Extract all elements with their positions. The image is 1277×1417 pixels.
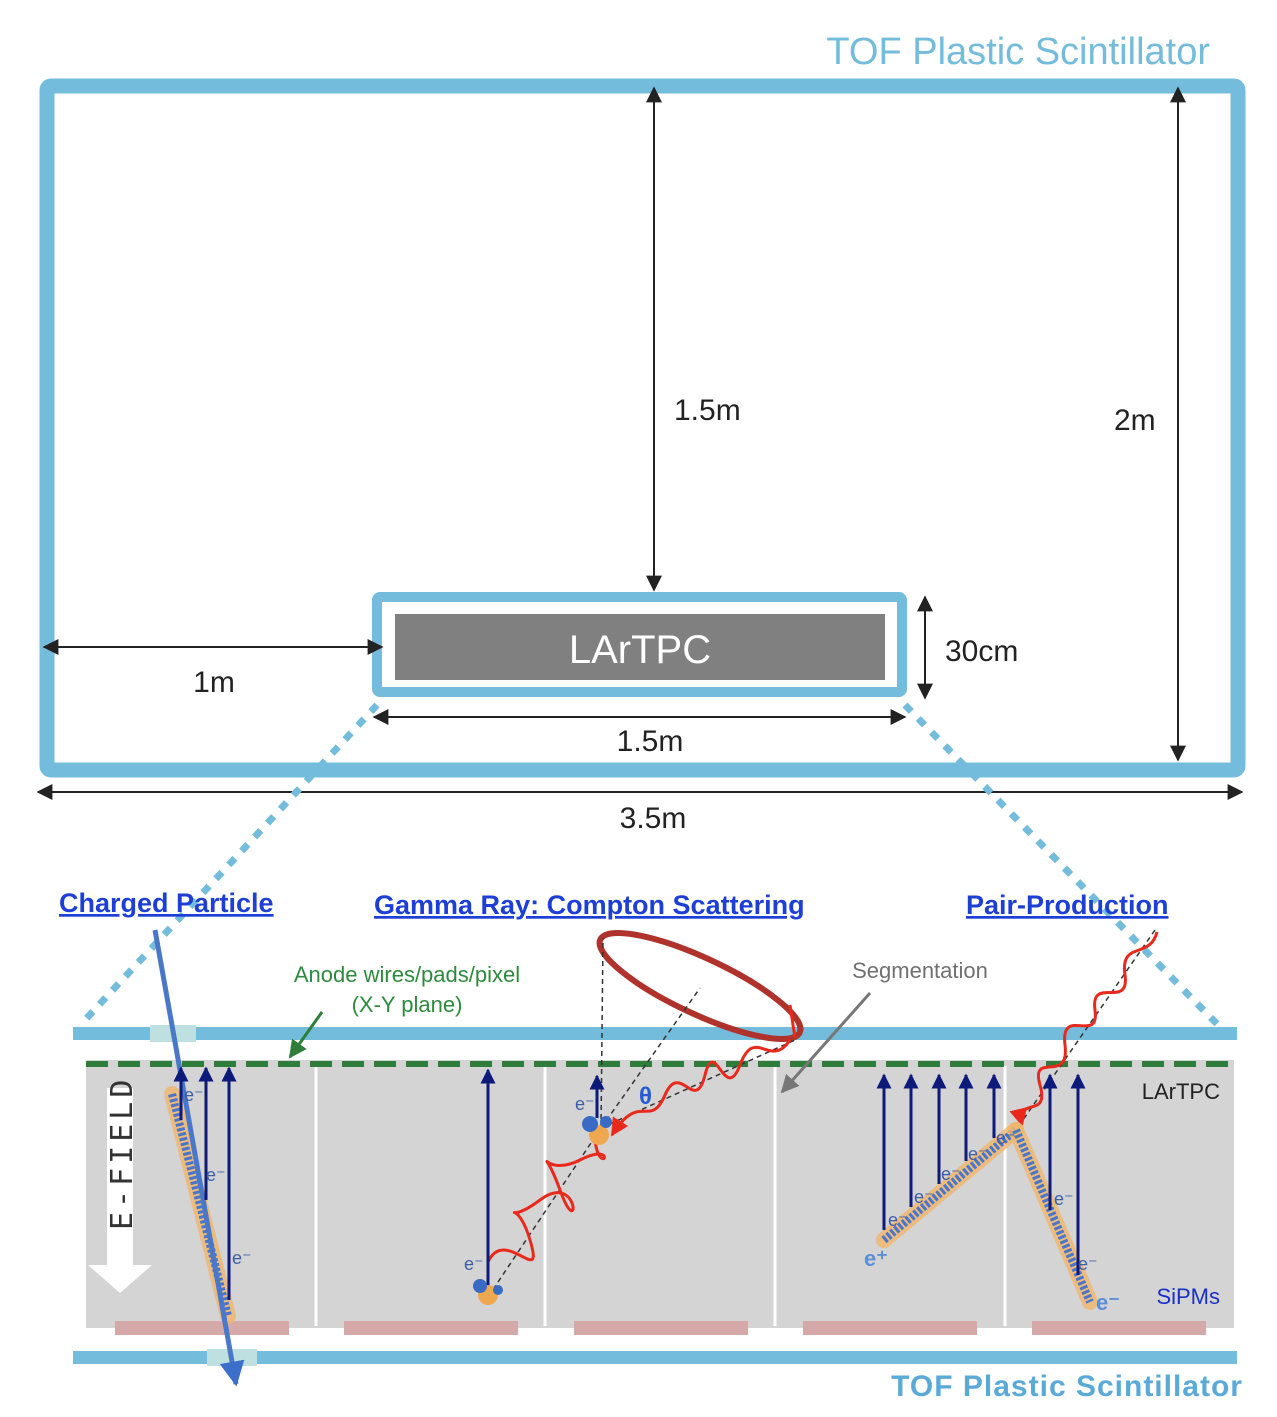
cone-edge-line bbox=[600, 937, 604, 1129]
electron-label: e⁻ bbox=[232, 1248, 252, 1268]
sipm-pad-2 bbox=[344, 1321, 518, 1335]
efield-label: E-FIELD bbox=[105, 1076, 140, 1230]
positron-track bbox=[881, 1126, 1019, 1244]
electron-label: e⁻ bbox=[996, 1128, 1016, 1148]
electron-blob bbox=[582, 1116, 598, 1132]
electron-blob bbox=[600, 1116, 612, 1128]
charged-particle-track bbox=[152, 929, 245, 1387]
electron-end-label: e⁻ bbox=[1096, 1290, 1120, 1315]
lartpc-label: LArTPC bbox=[569, 628, 711, 672]
dim-total-height-label: 2m bbox=[1114, 404, 1156, 437]
segmentation-label: Segmentation bbox=[852, 958, 988, 983]
electron-blob bbox=[473, 1279, 487, 1293]
sipms-label: SiPMs bbox=[1156, 1284, 1220, 1309]
gamma-direction-line bbox=[487, 1127, 602, 1298]
heading-pair-production[interactable]: Pair-Production bbox=[966, 890, 1169, 920]
bottom-scintillator-bar bbox=[73, 1351, 1237, 1364]
gamma-ray-wave bbox=[486, 1139, 606, 1263]
charged-particle-event: e⁻ e⁻ e⁻ bbox=[152, 929, 252, 1387]
gamma-incoming-stub bbox=[788, 1004, 797, 1039]
dim-total-width-label: 3.5m bbox=[620, 802, 687, 835]
gamma-ray-wave bbox=[1009, 931, 1159, 1127]
electron-label: e⁻ bbox=[1078, 1254, 1098, 1274]
anode-label-line2: (X-Y plane) bbox=[352, 992, 463, 1017]
sipm-pad-4 bbox=[803, 1321, 977, 1335]
cone-axis-line bbox=[600, 987, 701, 1129]
sipm-pad-5 bbox=[1032, 1321, 1206, 1335]
lartpc-chamber-label: LArTPC bbox=[1142, 1079, 1220, 1104]
tof-scintillator-frame bbox=[39, 78, 1246, 778]
pair-production-event: e⁻ e⁻ e⁻ e⁻ e⁻ e⁻ e⁻ e⁺ e⁻ bbox=[864, 929, 1159, 1315]
electron-label: e⁻ bbox=[184, 1085, 204, 1105]
heading-compton-scattering[interactable]: Gamma Ray: Compton Scattering bbox=[374, 890, 805, 920]
electron-label: e⁻ bbox=[941, 1164, 961, 1184]
electron-blob bbox=[493, 1285, 503, 1295]
anode-label-line1: Anode wires/pads/pixel bbox=[294, 962, 520, 987]
electron-label: e⁻ bbox=[464, 1254, 484, 1274]
scattered-gamma-wave bbox=[610, 1039, 792, 1137]
compton-scattering-event: e⁻ e⁻ θ bbox=[464, 930, 804, 1305]
electron-label: e⁻ bbox=[206, 1165, 226, 1185]
lartpc-box bbox=[395, 614, 885, 680]
gamma-direction-line bbox=[1015, 929, 1156, 1131]
sipm-pad-3 bbox=[574, 1321, 748, 1335]
electron-label: e⁻ bbox=[968, 1144, 988, 1164]
sipm-pad-1 bbox=[115, 1321, 289, 1335]
electron-label: e⁻ bbox=[575, 1094, 595, 1114]
positron-label: e⁺ bbox=[864, 1246, 888, 1271]
bottom-title: TOF Plastic Scintillator bbox=[891, 1370, 1243, 1403]
theta-label: θ bbox=[639, 1083, 652, 1110]
electron-label: e⁻ bbox=[914, 1187, 934, 1207]
electron-label: e⁻ bbox=[888, 1210, 908, 1230]
anode-pointer-arrow bbox=[288, 1011, 324, 1059]
electron-label: e⁻ bbox=[1054, 1189, 1074, 1209]
dim-left-gap-label: 1m bbox=[193, 666, 235, 699]
top-scintillator-bar bbox=[73, 1027, 1237, 1040]
heading-charged-particle[interactable]: Charged Particle bbox=[59, 888, 274, 918]
top-title: TOF Plastic Scintillator bbox=[826, 31, 1210, 73]
dim-tpc-width-label: 1.5m bbox=[617, 725, 684, 758]
segmentation-pointer-arrow bbox=[780, 992, 872, 1094]
dim-vertical-gap-label: 1.5m bbox=[674, 394, 741, 427]
efield-arrow bbox=[88, 1088, 152, 1293]
zoom-line-left bbox=[82, 702, 380, 1023]
compton-cone-ellipse bbox=[596, 930, 804, 1042]
dim-tpc-height-label: 30cm bbox=[945, 635, 1018, 668]
